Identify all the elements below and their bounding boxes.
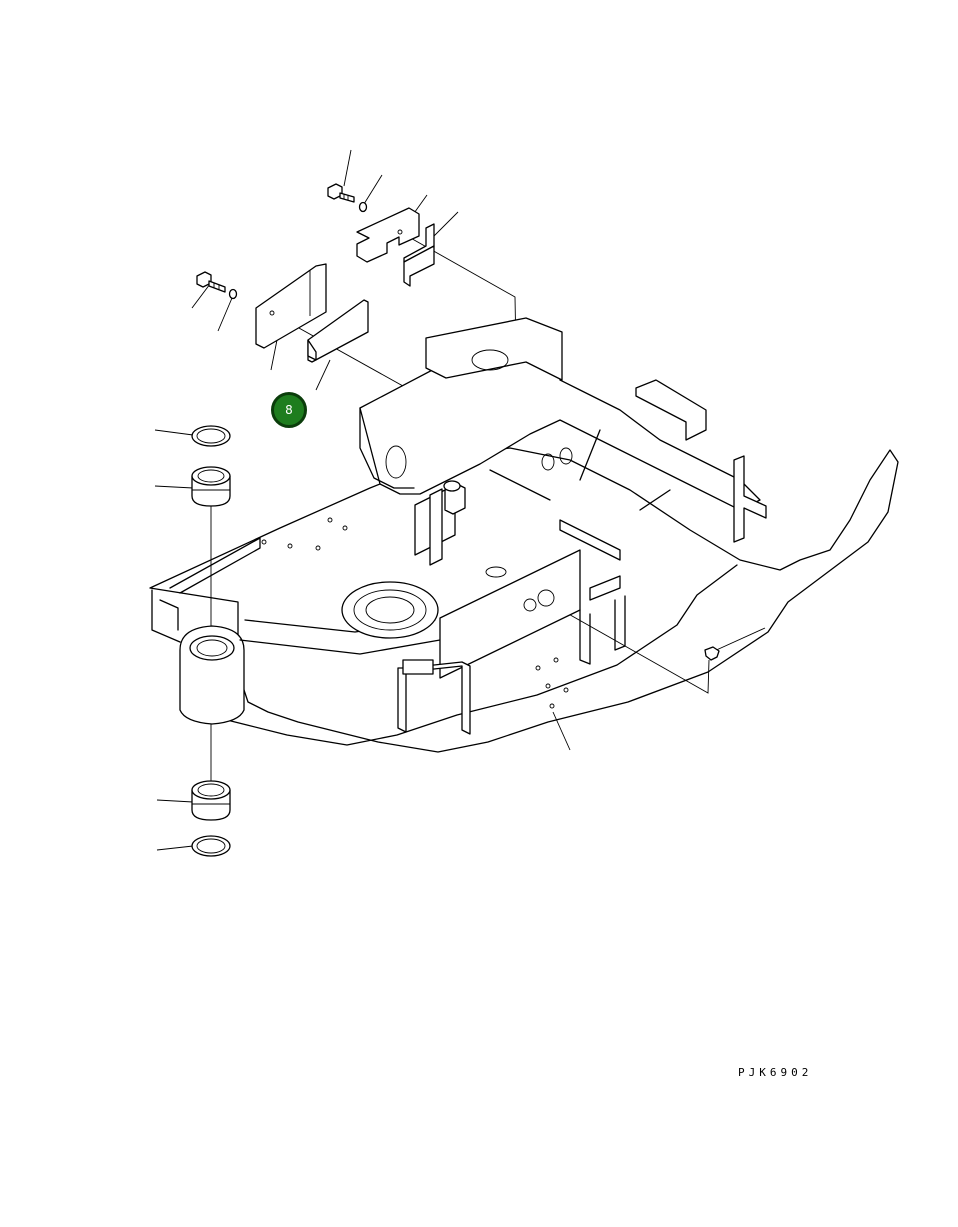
leader-shim-upper [429,211,459,241]
ring-upper-icon [191,425,231,447]
plate-upper-icon [356,207,435,287]
drawing-code-label: PJK6902 [738,1066,813,1079]
leader-shim-left [315,359,331,391]
mid-bulkhead [439,549,581,679]
washer-upper-icon [358,201,368,213]
leader-ring-lower [156,845,194,851]
leader-bushing-lower [156,799,194,803]
bushing-upper-icon [191,466,231,507]
frame-floor-outline [149,447,899,753]
floor-holes [261,517,569,709]
bolt-upper-icon [327,183,355,203]
swing-circle [341,581,439,639]
leader-bolt-left [191,283,211,309]
rear-cover [425,317,563,381]
leader-bolt-upper [343,149,352,187]
plug-icon [704,646,720,661]
bracket-top-right [635,379,707,441]
leader-plate-left [270,339,278,371]
leader-frame [552,711,571,751]
bolt-left-icon [196,271,226,293]
revolving-frame-icon [149,317,899,753]
right-box-section [589,575,621,601]
leader-washer-left [217,297,233,332]
leader-plug [711,627,766,653]
washer-left-icon [228,288,238,300]
bracket-right [733,455,767,543]
plate-left-icon [255,263,369,363]
leader-ring-upper [154,429,194,436]
ring-lower-icon [191,835,231,857]
leader-bushing-upper [154,485,194,489]
leader-washer-upper [363,174,383,205]
bushing-lower-icon [191,780,231,821]
callout-marker[interactable]: 8 [271,392,307,428]
